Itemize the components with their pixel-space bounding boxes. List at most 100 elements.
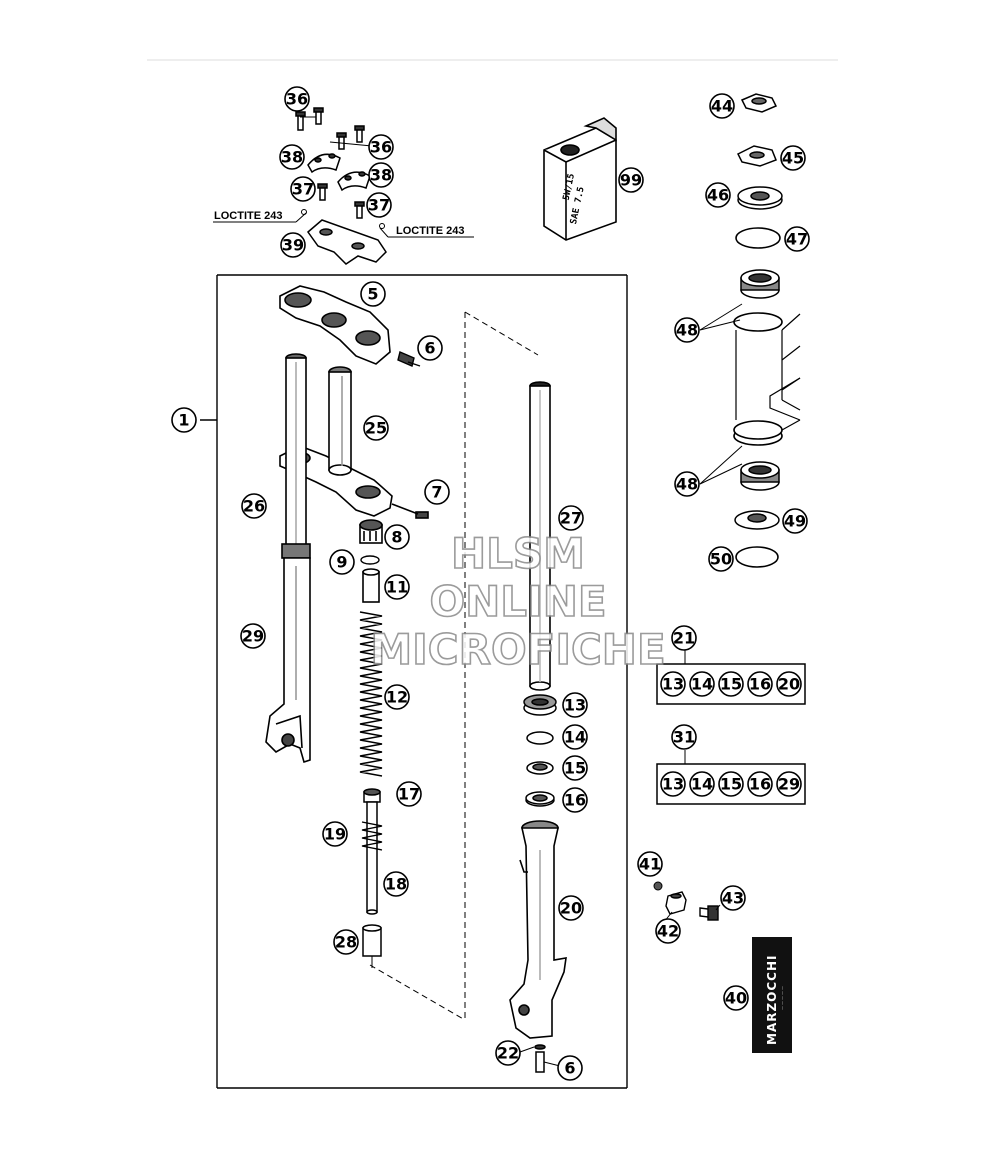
callout-circle [655, 918, 681, 944]
callout-label: 42 [657, 922, 679, 941]
callout-circle [705, 182, 731, 208]
callout-circle [366, 192, 392, 218]
fork-seal-13 [523, 694, 557, 716]
watermark-line1: HLSM [451, 529, 585, 578]
loctite-note-right: LOCTITE 243 [396, 225, 464, 237]
washer-15 [526, 761, 554, 775]
axle-bolt-6b [534, 1044, 546, 1073]
callout-circle [279, 144, 305, 170]
kit-item-circle [718, 671, 744, 697]
callout-c47: 47 [784, 226, 810, 252]
callout-c41: 41 [637, 851, 663, 877]
callout-c1: 1 [171, 407, 197, 433]
fork-spring-12 [359, 611, 383, 777]
callout-circle [360, 281, 386, 307]
callout-label: 17 [398, 785, 420, 804]
callout-label: 39 [282, 236, 304, 255]
callout-circle [618, 167, 644, 193]
callout-circle [171, 407, 197, 433]
callout-label: 48 [676, 475, 698, 494]
callout-c37a: 37 [290, 176, 316, 202]
callout-circle [557, 1055, 583, 1081]
callout-c43: 43 [720, 885, 746, 911]
bushing-16 [525, 791, 555, 807]
callout-c29: 29 [240, 623, 266, 649]
callout-circle [709, 93, 735, 119]
kit-item-circle [718, 771, 744, 797]
callout-label: 6 [424, 339, 435, 358]
callout-layer: 3636383837373999444546474848495015625267… [171, 86, 810, 1081]
callout-label: 37 [292, 180, 314, 199]
callout-circle [558, 895, 584, 921]
callout-c25: 25 [363, 415, 389, 441]
kit-item-label: 20 [778, 675, 800, 694]
fork-outer-tube-29 [265, 543, 311, 764]
callout-label: 43 [722, 889, 744, 908]
kit-item-circle [747, 671, 773, 697]
callout-c21: 21 [671, 625, 697, 651]
callout-c22: 22 [495, 1040, 521, 1066]
kit-item-label: 13 [662, 775, 684, 794]
callout-c19: 19 [322, 821, 348, 847]
callout-circle [720, 885, 746, 911]
handlebar-clamp-upper-right [337, 171, 371, 192]
callout-circle [417, 335, 443, 361]
callout-circle [424, 479, 450, 505]
callout-c6b: 6 [557, 1055, 583, 1081]
callout-label: 25 [365, 419, 387, 438]
fork-outer-tube-20 [509, 820, 567, 1039]
callout-circle [368, 134, 394, 160]
callout-label: 5 [367, 285, 378, 304]
callout-circle [671, 625, 697, 651]
callout-c99: 99 [618, 167, 644, 193]
callout-c38b: 38 [368, 162, 394, 188]
top-cap-8 [359, 519, 383, 544]
callout-c36b: 36 [368, 134, 394, 160]
callout-c42: 42 [655, 918, 681, 944]
callout-label: 41 [639, 855, 661, 874]
callout-circle [674, 471, 700, 497]
dashed-line-top [464, 311, 539, 356]
kit-item-circle [660, 771, 686, 797]
callout-label: 7 [431, 483, 442, 502]
callout-c37b: 37 [366, 192, 392, 218]
callout-label: 36 [370, 138, 392, 157]
kit-item-label: 15 [720, 675, 742, 694]
callout-label: 50 [710, 550, 732, 569]
callout-c20: 20 [558, 895, 584, 921]
callout-circle [562, 724, 588, 750]
upper-triple-clamp [279, 285, 391, 365]
callout-c50: 50 [708, 546, 734, 572]
callout-c6a: 6 [417, 335, 443, 361]
kit21-item: 13 [660, 671, 686, 697]
callout-label: 12 [386, 688, 408, 707]
callout-label: 99 [620, 171, 642, 190]
callout-label: 38 [281, 148, 303, 167]
callout-c11: 11 [384, 574, 410, 600]
callout-circle [562, 787, 588, 813]
callout-label: 48 [676, 321, 698, 340]
callout-label: 14 [564, 728, 586, 747]
callout-circle [782, 508, 808, 534]
callout-label: 8 [391, 528, 402, 547]
dashed-line-bottom [369, 964, 466, 1021]
callout-c38a: 38 [279, 144, 305, 170]
watermark: HLSM ONLINE MICROFICHE [370, 528, 667, 675]
fork-oil-can [543, 117, 617, 241]
callout-label: 27 [560, 509, 582, 528]
callout-circle [384, 524, 410, 550]
callout-label: 38 [370, 166, 392, 185]
brand-label-subtext: ————— [780, 985, 785, 1010]
callout-label: 36 [286, 90, 308, 109]
callout-circle [241, 493, 267, 519]
marzocchi-label: MARZOCCHI ————— [752, 937, 792, 1053]
callout-label: 46 [707, 186, 729, 205]
brand-label-text: MARZOCCHI [765, 955, 779, 1046]
steering-bearing-lower [740, 461, 780, 491]
callout-circle [723, 985, 749, 1011]
callout-label: 45 [782, 149, 804, 168]
callout-circle [280, 232, 306, 258]
callout-label: 44 [711, 97, 733, 116]
callout-c49: 49 [782, 508, 808, 534]
